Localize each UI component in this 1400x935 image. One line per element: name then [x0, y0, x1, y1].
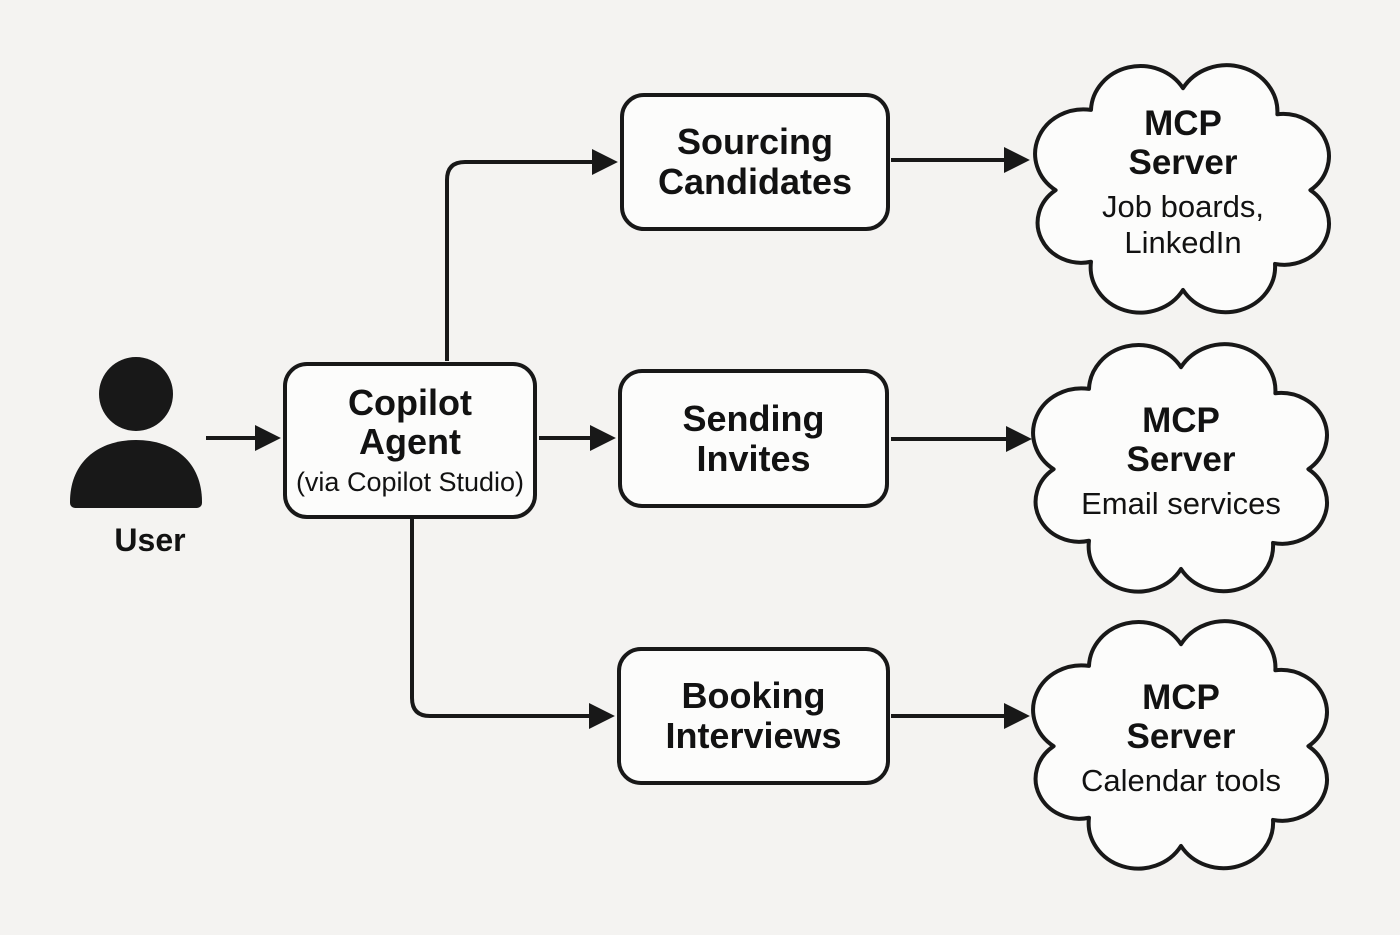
copilot-agent-node: Copilot Agent (via Copilot Studio): [283, 362, 537, 519]
cloud-shape: [1030, 616, 1332, 872]
cloud-shape: [1030, 339, 1332, 595]
edge-agent-to-booking: [410, 518, 615, 729]
task-node-sourcing-candidates: Sourcing Candidates: [620, 93, 890, 231]
server-subtitle: Job boards, LinkedIn: [1102, 189, 1264, 260]
edge-agent-to-sourcing: [445, 149, 618, 361]
task-label: Booking Interviews: [665, 675, 842, 756]
server-subtitle: Email services: [1081, 486, 1281, 522]
task-node-booking-interviews: Booking Interviews: [617, 647, 890, 785]
server-subtitle: Calendar tools: [1081, 763, 1281, 799]
user-person-icon: [70, 357, 202, 508]
mcp-server-node-email: MCP Server Email services: [1030, 339, 1332, 595]
mcp-server-node-calendar: MCP Server Calendar tools: [1030, 616, 1332, 872]
task-label: Sourcing Candidates: [657, 121, 853, 202]
server-title: MCP Server: [1126, 401, 1236, 479]
cloud-shape: [1032, 60, 1334, 316]
agent-subtitle: (via Copilot Studio): [295, 466, 525, 497]
task-label: Sending Invites: [682, 397, 825, 479]
mcp-server-node-job-boards: MCP Server Job boards, LinkedIn: [1032, 60, 1334, 316]
user-label: User: [114, 522, 186, 558]
person-body-shape: [70, 440, 202, 508]
person-head-shape: [99, 357, 173, 431]
server-title: MCP Server: [1126, 678, 1236, 756]
agent-title: Copilot Agent: [348, 381, 472, 463]
task-node-sending-invites: Sending Invites: [618, 369, 889, 508]
server-title: MCP Server: [1128, 104, 1238, 182]
